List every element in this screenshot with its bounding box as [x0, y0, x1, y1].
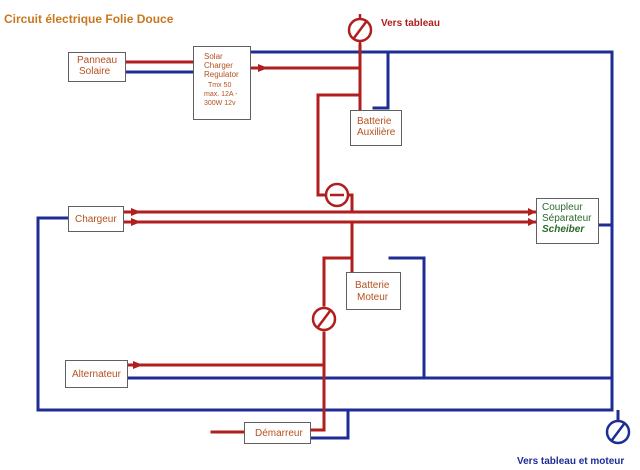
- coupler-label-2: Séparateur: [542, 213, 592, 224]
- solar-panel-label-2: Solaire: [79, 66, 111, 77]
- chargeur-label: Chargeur: [75, 214, 117, 225]
- arrow-icon: [133, 361, 143, 369]
- regulator-spec-1: Tmx 50: [208, 82, 232, 89]
- starter-label: Démarreur: [255, 428, 303, 439]
- top-destination-label: Vers tableau: [381, 18, 440, 29]
- arrow-icons: [131, 64, 536, 369]
- engine-battery-box: Batterie Moteur: [346, 272, 401, 310]
- regulator-spec-3: 300W 12v: [204, 100, 236, 107]
- fuse-top: [347, 14, 373, 45]
- bottom-destination-label: Vers tableau et moteur: [517, 456, 625, 467]
- regulator-spec-2: max. 12A -: [204, 91, 238, 98]
- fuse-middle: [324, 182, 350, 208]
- regulator-label-2: Charger: [204, 61, 233, 70]
- fuse-motor: [311, 306, 337, 332]
- solar-panel-box: Panneau Solaire: [68, 52, 126, 82]
- positive-wires: [121, 43, 538, 434]
- wire-fuse-loop: [316, 66, 362, 97]
- aux-battery-label-1: Batterie: [357, 116, 392, 127]
- wire-regulator-top-negative: [248, 50, 614, 387]
- aux-battery-box: Batterie Auxilière: [350, 110, 402, 146]
- wire-battery-motor-negative: [388, 256, 426, 380]
- coupler-brand: Scheiber: [542, 224, 585, 235]
- arrow-icon: [528, 218, 536, 226]
- regulator-label-1: Solar: [204, 52, 223, 61]
- wire-aux-battery-negative: [372, 50, 390, 110]
- engine-battery-label-2: Moteur: [357, 292, 389, 303]
- aux-battery-label-2: Auxilière: [357, 127, 396, 138]
- arrow-icon: [528, 208, 536, 216]
- coupler-label-1: Coupleur: [542, 202, 583, 213]
- diagram-title: Circuit électrique Folie Douce: [4, 12, 174, 26]
- wire-fuse-right: [348, 193, 354, 212]
- engine-battery-label-1: Batterie: [355, 280, 390, 291]
- solar-charger-regulator-box: Solar Charger Regulator Tmx 50 max. 12A …: [193, 46, 251, 120]
- wire-to-demarreur: [308, 363, 326, 432]
- alternator-label: Alternateur: [72, 369, 121, 380]
- regulator-label-3: Regulator: [204, 70, 239, 79]
- fuse-bottom: [605, 410, 631, 445]
- alternator-box: Alternateur: [65, 360, 128, 388]
- wire-fuse-down: [316, 93, 340, 197]
- chargeur-box: Chargeur: [68, 206, 124, 232]
- arrow-icon: [131, 208, 141, 216]
- wire-motor-fuse-feed: [322, 256, 354, 307]
- wire-demarreur-negative: [308, 408, 350, 440]
- coupler-separator-box: Coupleur Séparateur Scheiber: [536, 198, 599, 244]
- starter-box: Démarreur: [244, 422, 311, 444]
- solar-panel-label-1: Panneau: [77, 55, 118, 66]
- arrow-icon: [258, 64, 268, 72]
- arrow-icon: [131, 218, 141, 226]
